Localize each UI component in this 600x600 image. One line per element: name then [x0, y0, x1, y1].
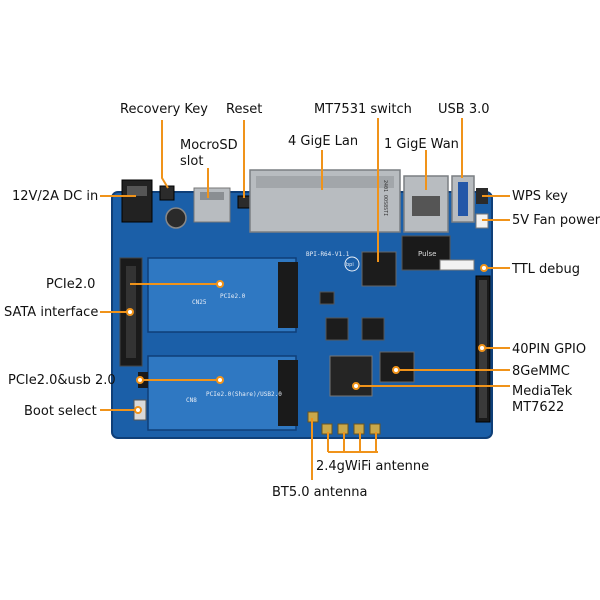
pcie-slot-top: [147, 257, 297, 333]
bpi-logo-ring: [344, 256, 360, 272]
dot-pcie-usb: [216, 376, 224, 384]
label-sata: SATA interface: [4, 305, 99, 320]
capacitor: [165, 207, 187, 229]
dot-mediatek: [352, 382, 360, 390]
microsd-slot-opening: [200, 192, 224, 200]
lan-rj45-shadow: [256, 176, 394, 188]
callout-dots: [126, 264, 488, 414]
dot-ttl: [480, 264, 488, 272]
usb3-tongue: [458, 182, 468, 216]
label-gige-lan: 4 GigE Lan: [288, 134, 359, 149]
label-dc-in: 12V/2A DC in: [12, 189, 99, 204]
label-boot-select: Boot select: [24, 404, 97, 419]
dot-gpio: [478, 344, 486, 352]
emmc-chip: [379, 351, 415, 383]
label-usb3: USB 3.0: [438, 102, 490, 117]
dc-jack-highlight: [127, 186, 147, 196]
label-gpio40: 40PIN GPIO: [512, 342, 587, 357]
pulse-brand: Pulse: [418, 250, 436, 258]
slot-bottom-name: CN8: [186, 397, 197, 404]
dot-pcie-usb-left: [136, 376, 144, 384]
label-pcie-usb: PCIe2.0&usb 2.0: [8, 373, 116, 388]
dot-sata: [126, 308, 134, 316]
slot-bottom-spec: PCIe2.0(Share)/USB2.0: [206, 391, 282, 398]
label-recovery-key: Recovery Key: [120, 102, 208, 117]
label-wifi-antenna: 2.4gWiFi antenne: [316, 459, 430, 474]
pcie-slot-bottom-connector: [278, 360, 298, 426]
label-wps-key: WPS key: [512, 189, 568, 204]
slot-top-spec: PCIe2.0: [220, 293, 246, 300]
board-model: BPI-R64-V1.1: [306, 251, 350, 258]
label-pcie20: PCIe2.0: [46, 277, 96, 292]
label-bt-antenna: BT5.0 antenna: [272, 485, 368, 500]
label-fan-power: 5V Fan power: [512, 213, 600, 228]
label-gige-wan: 1 GigE Wan: [384, 137, 459, 152]
rj45-code: 2401 OOS8STI: [382, 180, 388, 216]
label-microsd-2: slot: [180, 154, 204, 169]
label-reset: Reset: [226, 102, 263, 117]
small-chip-1: [325, 317, 349, 341]
ttl-header: [439, 259, 475, 271]
dot-pcie: [216, 280, 224, 288]
label-mt7531-switch: MT7531 switch: [314, 102, 412, 117]
label-mediatek-1: MediaTek: [512, 384, 573, 399]
mediatek-soc: [329, 355, 373, 397]
callout-lines: [100, 118, 510, 480]
pcie-slot-bottom: [147, 355, 297, 431]
wan-rj45-opening: [412, 196, 440, 216]
label-ttl-debug: TTL debug: [512, 262, 581, 277]
line-recovery: [161, 120, 169, 189]
bpi-logo: bpi: [346, 262, 354, 268]
label-mediatek-2: MT7622: [512, 400, 565, 415]
dot-emmc: [392, 366, 400, 374]
small-chip-3: [319, 291, 335, 305]
label-emmc: 8GeMMC: [512, 364, 570, 379]
small-chip-2: [361, 317, 385, 341]
label-microsd-1: MocroSD: [180, 138, 238, 153]
dot-boot: [134, 406, 142, 414]
slot-top-name: CN25: [192, 299, 207, 306]
pcie-slot-top-connector: [278, 262, 298, 328]
